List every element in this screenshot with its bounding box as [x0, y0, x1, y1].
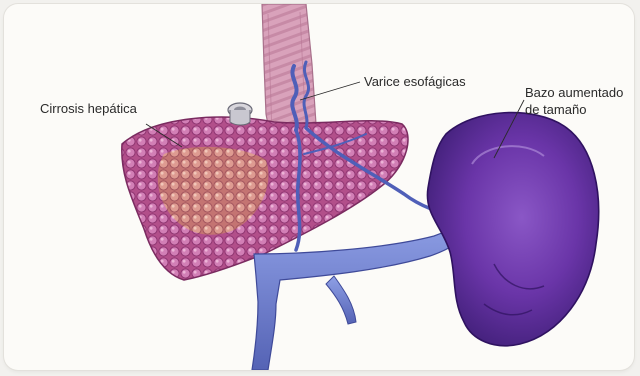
anatomy-illustration [4, 4, 634, 370]
label-cirrosis-hepatica: Cirrosis hepática [40, 100, 137, 117]
label-bazo-line-2: de tamaño [525, 101, 623, 118]
illustration-card: Cirrosis hepática Varice esofágicas Bazo… [4, 4, 634, 370]
label-bazo-line-1: Bazo aumentado [525, 84, 623, 101]
label-varice-esofagicas: Varice esofágicas [364, 73, 466, 90]
label-bazo-aumentado: Bazo aumentado de tamaño [525, 84, 623, 118]
spleen [427, 113, 598, 346]
